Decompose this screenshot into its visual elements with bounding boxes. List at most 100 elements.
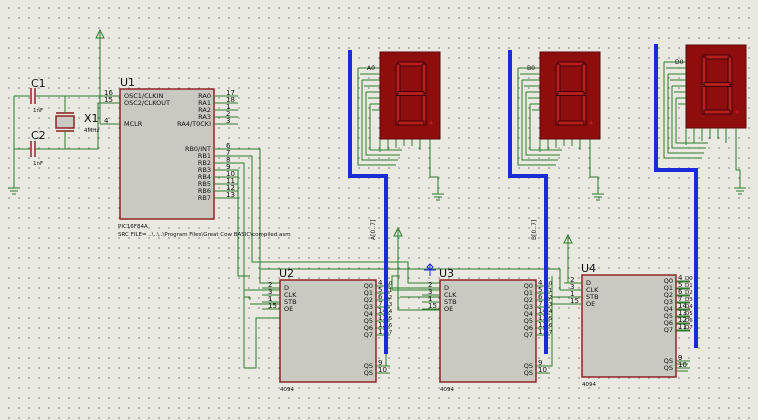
pin-number: 6: [678, 288, 683, 296]
net-label: B3: [545, 302, 553, 308]
pin-number: 4: [678, 274, 683, 282]
seven-segment-display-3: [685, 44, 747, 129]
segment-a: [397, 61, 425, 67]
pin-number: 11: [538, 328, 547, 336]
segment-dp: [735, 110, 739, 114]
pin-name: Q1: [364, 289, 373, 297]
pin-number: 4: [538, 279, 543, 287]
pin-name: Q6: [364, 324, 373, 332]
pin-name: Q5: [364, 317, 373, 325]
crystal-x1-body: [55, 115, 75, 129]
pin-name: OE: [444, 305, 453, 313]
net-label: B5: [545, 316, 553, 322]
passives: [30, 88, 75, 157]
segment-g: [703, 109, 731, 115]
net-label: B4: [545, 309, 553, 315]
u2-shift-register[interactable]: U2 4094: [279, 267, 377, 393]
net-label: A1: [385, 288, 392, 294]
pin-name: Q4: [364, 310, 373, 318]
pin-number: 17: [226, 89, 235, 97]
pin-name: QS: [524, 369, 533, 377]
pin-name: Q5: [524, 317, 533, 325]
u4-shift-register[interactable]: U4 4094: [581, 262, 677, 388]
pin-name: Q7: [364, 331, 373, 339]
pin-number: 7: [226, 149, 230, 157]
u1-part-number: PIC16F84A: [118, 224, 148, 230]
u1-pin-osc1-clkin: 16 OSC1/CLKIN: [104, 89, 163, 100]
pin-number: 10: [678, 361, 687, 369]
segment-dp: [429, 121, 433, 125]
net-label: B2: [545, 295, 552, 301]
pin-number: 3: [226, 117, 230, 125]
u1-microcontroller[interactable]: U1 PIC16F84A SRC FILE= ..\..\..\Program …: [118, 76, 291, 238]
power-symbols: [8, 28, 746, 244]
pin-number: 13: [538, 314, 547, 322]
pin-name: RA1: [198, 99, 211, 107]
c2-label: C2: [31, 129, 46, 142]
pin-name: QS: [664, 357, 673, 365]
pin-number: 18: [226, 96, 235, 104]
pin-name: RA0: [198, 92, 211, 100]
pin-number: 4: [104, 117, 109, 125]
segment-c: [727, 56, 733, 85]
buses: [348, 44, 698, 354]
pin-number: 9: [226, 163, 230, 171]
c1-value: 1nF: [33, 108, 43, 114]
pin-name: Q2: [664, 291, 673, 299]
net-label: A0: [385, 281, 393, 287]
pin-number: 13: [378, 314, 387, 322]
pin-name: OE: [586, 300, 595, 308]
pin-number: 11: [226, 177, 235, 185]
pin-name: STB: [444, 298, 457, 306]
pin-name: OSC2/CLKOUT: [124, 99, 170, 107]
u1-pin-ra0: RA0 17: [198, 89, 238, 100]
pin-name: RB0/INT: [185, 145, 211, 153]
pin-number: 1: [268, 295, 272, 303]
net-label: D2: [685, 290, 693, 296]
pin-number: 1: [428, 295, 432, 303]
segment-a: [703, 54, 731, 60]
pin-number: 10: [538, 366, 547, 374]
pin-name: D: [586, 279, 591, 287]
pin-name: OSC1/CLKIN: [124, 92, 163, 100]
u1-source-file: SRC FILE= ..\..\..\Program Files\Great C…: [118, 232, 291, 238]
bus-a-label: A[0..7]: [370, 220, 377, 240]
pin-name: CLK: [444, 291, 457, 299]
net-label: D4: [685, 304, 693, 310]
pin-name: QS: [364, 362, 373, 370]
pin-name: Q2: [524, 296, 533, 304]
pin-name: RA3: [198, 113, 211, 121]
pin-number: 2: [570, 276, 574, 284]
pin-number: 16: [104, 89, 113, 97]
pin-name: Q3: [364, 303, 373, 311]
net-label: B7: [545, 330, 553, 336]
u3-shift-register[interactable]: U3 4094: [439, 267, 537, 393]
pin-number: 5: [678, 281, 682, 289]
pin-name: RA2: [198, 106, 211, 114]
pin-number: 5: [538, 286, 542, 294]
pin-name: RB2: [198, 159, 211, 167]
bus-a: [348, 50, 388, 354]
pin-name: Q2: [364, 296, 373, 304]
pin-number: 12: [678, 316, 687, 324]
pin-name: Q3: [664, 298, 673, 306]
pin-name: Q4: [524, 310, 533, 318]
net-label: A6: [385, 323, 393, 329]
net-label: D5: [685, 311, 693, 317]
pin-number: 9: [678, 354, 682, 362]
net-label: B1: [545, 288, 552, 294]
pin-number: 11: [378, 328, 387, 336]
pin-name: Q0: [664, 277, 673, 285]
pin-name: STB: [284, 298, 297, 306]
pin-number: 2: [226, 110, 230, 118]
